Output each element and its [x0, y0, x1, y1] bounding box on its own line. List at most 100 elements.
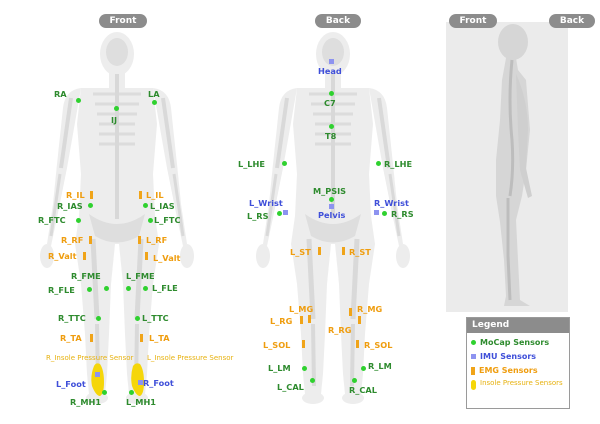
front-mocap-marker: [76, 98, 81, 103]
back-mocap-marker: [352, 378, 357, 383]
back-emg-label: L_ST: [290, 247, 311, 257]
front-mocap-label: L_MH1: [126, 397, 157, 407]
front-emg-label: R_RF: [61, 235, 84, 245]
back-emg-marker: [356, 340, 359, 348]
back-imu-marker: [283, 210, 288, 215]
front-mocap-marker: [76, 218, 81, 223]
front-mocap-label: R_FLE: [48, 285, 75, 295]
front-insole-label-right: R_Insole Pressure Sensor: [46, 354, 134, 362]
front-mocap-label: RA: [54, 89, 67, 99]
front-emg-marker: [90, 191, 93, 199]
front-mocap-marker: [143, 203, 148, 208]
front-mocap-label: R_FTC: [38, 215, 66, 225]
side-view-label-back: Back: [549, 14, 595, 28]
front-imu-marker: [138, 380, 143, 385]
back-emg-marker: [302, 340, 305, 348]
front-mocap-label: R_TTC: [58, 313, 86, 323]
front-emg-marker: [90, 334, 93, 342]
front-emg-marker: [83, 252, 86, 260]
orange-bar-icon: [471, 366, 475, 375]
back-mocap-label: R_LHE: [384, 159, 413, 169]
front-mocap-marker: [126, 286, 131, 291]
green-dot-icon: [471, 340, 476, 345]
front-mocap-marker: [104, 286, 109, 291]
back-emg-marker: [318, 247, 321, 255]
front-insole-label-left: L_Insole Pressure Sensor: [147, 354, 234, 362]
front-mocap-label: L_TTC: [142, 313, 169, 323]
back-emg-label: R_SOL: [364, 340, 393, 350]
back-mocap-label: R_RS: [391, 209, 414, 219]
back-mocap-marker: [382, 211, 387, 216]
front-emg-label: L_TA: [149, 333, 170, 343]
front-mocap-label: L_FLE: [152, 283, 178, 293]
front-mocap-marker: [102, 390, 107, 395]
front-emg-label: R_TA: [60, 333, 82, 343]
front-mocap-label: L_FME: [126, 271, 155, 281]
back-mocap-label: L_CAL: [277, 382, 304, 392]
back-emg-label: R_ST: [349, 247, 371, 257]
front-emg-label: R_IL: [66, 190, 85, 200]
back-imu-label: L_Wrist: [249, 198, 283, 208]
back-mocap-label: R_LM: [368, 361, 392, 371]
back-imu-marker: [329, 204, 334, 209]
back-imu-marker: [329, 59, 334, 64]
yellow-insole-icon: [471, 380, 476, 390]
back-imu-marker: [374, 210, 379, 215]
back-mocap-marker: [361, 366, 366, 371]
back-emg-marker: [300, 316, 303, 324]
back-mocap-marker: [376, 161, 381, 166]
back-mocap-marker: [329, 124, 334, 129]
back-mocap-label: L_LHE: [238, 159, 265, 169]
front-mocap-marker: [114, 106, 119, 111]
side-view-label-front: Front: [449, 14, 497, 28]
front-emg-marker: [138, 236, 141, 244]
front-mocap-label: R_MH1: [70, 397, 102, 407]
back-imu-label: R_Wrist: [374, 198, 409, 208]
back-mocap-label: L_LM: [268, 363, 291, 373]
front-emg-marker: [140, 334, 143, 342]
front-mocap-marker: [135, 316, 140, 321]
view-label-back: Back: [315, 14, 361, 28]
back-mocap-marker: [302, 366, 307, 371]
back-emg-label: L_SOL: [263, 340, 291, 350]
front-mocap-marker: [129, 390, 134, 395]
back-mocap-marker: [329, 197, 334, 202]
side-skeleton: [506, 59, 515, 301]
back-emg-label: L_RG: [270, 316, 293, 326]
front-mocap-label: R_FME: [71, 271, 101, 281]
front-emg-label: R_Valt: [48, 251, 77, 261]
front-imu-label: R_Foot: [143, 378, 174, 388]
front-mocap-label: IJ: [111, 115, 118, 125]
front-imu-label: L_Foot: [56, 379, 86, 389]
front-mocap-marker: [87, 287, 92, 292]
back-emg-marker: [358, 316, 361, 324]
back-mocap-marker: [277, 211, 282, 216]
front-imu-marker: [95, 372, 100, 377]
front-mocap-marker: [148, 218, 153, 223]
legend-title: Legend: [467, 318, 569, 333]
back-mocap-label: R_CAL: [349, 385, 377, 395]
back-emg-label: R_MG: [357, 304, 383, 314]
back-imu-label: Pelvis: [318, 210, 346, 220]
back-emg-label: R_RG: [328, 325, 352, 335]
front-mocap-marker: [143, 286, 148, 291]
legend-item-insole: Insole Pressure Sensors: [471, 379, 563, 390]
front-mocap-marker: [96, 316, 101, 321]
back-mocap-marker: [329, 91, 334, 96]
legend-item-mocap: MoCap Sensors: [471, 338, 549, 348]
front-emg-label: L_RF: [146, 235, 168, 245]
back-mocap-label: M_PSIS: [313, 186, 347, 196]
back-mocap-label: T8: [325, 131, 337, 141]
front-mocap-marker: [88, 203, 93, 208]
back-mocap-marker: [310, 378, 315, 383]
back-emg-marker: [349, 308, 352, 316]
back-emg-marker: [342, 247, 345, 255]
front-emg-label: L_IL: [146, 190, 164, 200]
insole-pressure-sensor-shapes: [91, 363, 144, 396]
front-emg-marker: [139, 191, 142, 199]
legend-box: Legend MoCap Sensors IMU Sensors EMG Sen…: [466, 317, 570, 409]
front-mocap-label: L_IAS: [150, 201, 175, 211]
legend-item-imu: IMU Sensors: [471, 352, 536, 362]
